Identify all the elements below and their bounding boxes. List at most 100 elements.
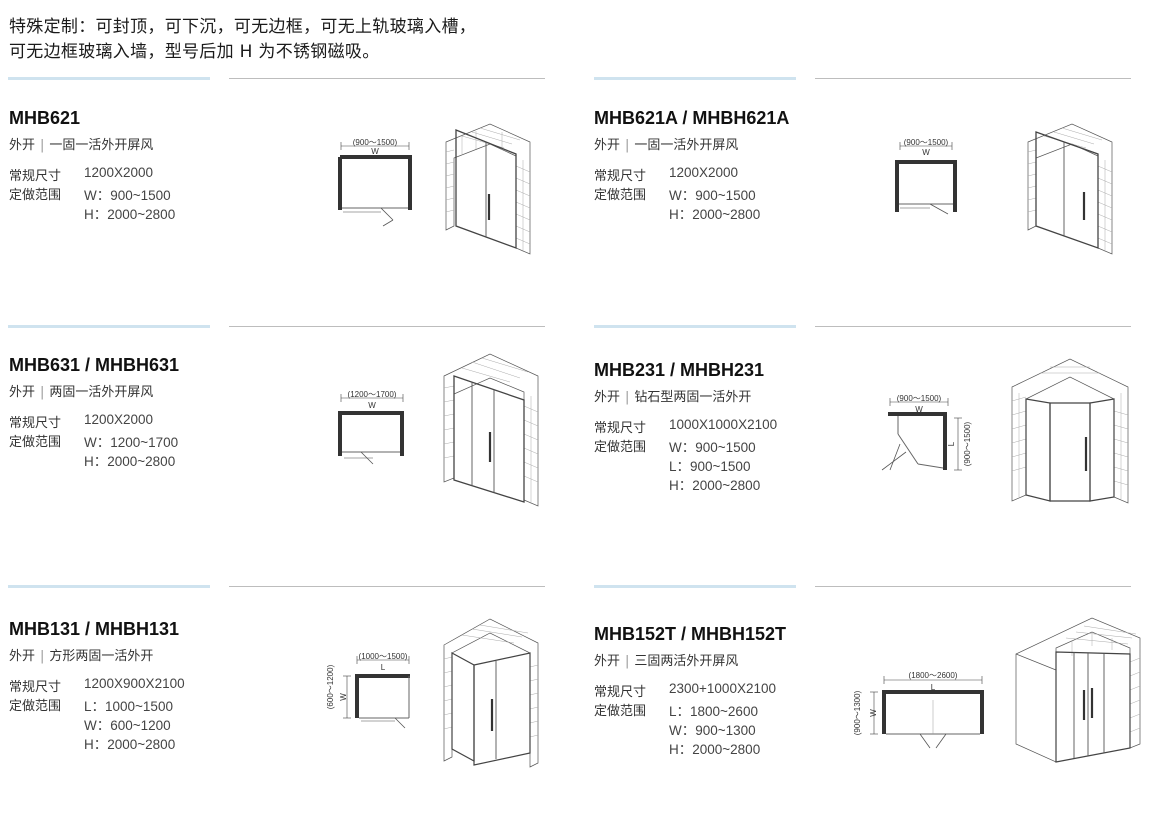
product-title: MHB621 <box>9 108 81 128</box>
dim-width-range: (900～1500) <box>353 138 398 147</box>
dim-width-range: (900～1300) <box>853 690 862 735</box>
product-subtitle: 外开 | 钻石型两固一活外开 <box>594 386 751 405</box>
section-rule <box>815 586 1131 587</box>
regular-size-label: 常规尺寸 <box>594 169 647 184</box>
product-subtitle: 外开 | 方形两固一活外开 <box>9 645 153 664</box>
product-description: 方形两固一活外开 <box>49 649 154 664</box>
custom-range-label: 定做范围 <box>594 704 647 719</box>
separator: | <box>40 649 45 664</box>
section-rule <box>815 326 1131 327</box>
regular-size-value: 2300+1000X2100 <box>669 681 776 696</box>
range-l: L：900~1500 <box>669 459 751 474</box>
floor-plan-diagram: (1200～1700) W <box>338 390 404 465</box>
section-rule <box>229 586 545 587</box>
dim-width-range: (900～1500) <box>897 394 942 403</box>
range-h: H：2000~2800 <box>669 478 761 493</box>
custom-range-label: 定做范围 <box>594 188 647 203</box>
product-card-mhb152t: MHB152T / MHBH152T 外开 | 三固两活外开屏风 常规尺寸 2300… <box>594 624 1151 824</box>
range-h: H：2000~2800 <box>84 737 176 752</box>
dim-w-label: W <box>339 693 348 701</box>
regular-size-value: 1200X2000 <box>669 165 739 180</box>
section-rule <box>229 326 545 327</box>
floor-plan-diagram: (1800～2600) L (900～1300) W <box>853 671 984 749</box>
regular-size-label: 常规尺寸 <box>9 169 62 184</box>
product-description: 三固两活外开屏风 <box>634 654 739 669</box>
range-h: H：2000~2800 <box>84 207 176 222</box>
regular-size-value: 1200X2000 <box>84 165 154 180</box>
product-card-mhb621: MHB621 外开|一固一活外开屏风 常规尺寸 1200X2000 定做范围 W… <box>9 108 569 308</box>
regular-size-label: 常规尺寸 <box>9 680 62 695</box>
product-subtitle: 外开 | 三固两活外开屏风 <box>594 650 738 669</box>
floor-plan-diagram: (900～1500) W L (900～1500) <box>881 394 972 471</box>
section-rule <box>229 78 545 79</box>
shower-enclosure-3d-view <box>1011 358 1129 504</box>
section-rule-accent <box>8 325 210 328</box>
range-h: H：2000~2800 <box>669 742 761 757</box>
open-type: 外开 <box>9 138 36 153</box>
open-type: 外开 <box>594 138 621 153</box>
product-title: MHB621A / MHBH621A <box>594 108 790 128</box>
open-type: 外开 <box>594 390 621 405</box>
range-w: W：1200~1700 <box>84 435 179 450</box>
dim-width-range: (1200～1700) <box>348 390 397 399</box>
custom-note-line1: 特殊定制：可封顶，可下沉，可无边框，可无上轨玻璃入槽， <box>9 17 477 37</box>
custom-range-label: 定做范围 <box>594 440 647 455</box>
range-w: W：900~1500 <box>669 188 756 203</box>
section-rule <box>815 78 1131 79</box>
product-subtitle: 外开 | 两固一活外开屏风 <box>9 381 153 400</box>
product-title: MHB152T / MHBH152T <box>594 624 787 644</box>
product-description: 一固一活外开屏风 <box>49 138 154 153</box>
section-rule-accent <box>594 585 796 588</box>
range-h: H：2000~2800 <box>669 207 761 222</box>
product-subtitle: 外开 | 一固一活外开屏风 <box>9 134 153 153</box>
product-description: 钻石型两固一活外开 <box>634 390 752 405</box>
separator: | <box>40 138 45 153</box>
range-w: W：600~1200 <box>84 718 171 733</box>
section-rule-accent <box>8 585 210 588</box>
dim-width-range: (600～1200) <box>326 664 335 709</box>
separator: | <box>625 654 630 669</box>
product-title: MHB231 / MHBH231 <box>594 360 765 380</box>
product-description: 两固一活外开屏风 <box>49 385 154 400</box>
separator: | <box>625 390 630 405</box>
shower-enclosure-3d-view <box>445 123 531 255</box>
floor-plan-diagram: (900～1500) W <box>338 138 412 227</box>
range-h: H：2000~2800 <box>84 454 176 469</box>
floor-plan-diagram: (1000～1500) L (600～1200) W <box>326 652 410 729</box>
dim-w-label: W <box>915 405 923 414</box>
dim-l-label: L <box>381 663 386 672</box>
open-type: 外开 <box>9 385 36 400</box>
product-title: MHB131 / MHBH131 <box>9 619 180 639</box>
regular-size-label: 常规尺寸 <box>9 416 62 431</box>
regular-size-label: 常规尺寸 <box>594 421 647 436</box>
regular-size-label: 常规尺寸 <box>594 685 647 700</box>
range-w: W：900~1500 <box>669 440 756 455</box>
range-l: L：1800~2600 <box>669 704 758 719</box>
section-rule-accent <box>8 77 210 80</box>
range-w: W：900~1500 <box>84 188 171 203</box>
dim-length-range: (900～1500) <box>963 421 972 466</box>
dim-w-label: W <box>869 709 878 717</box>
dim-w-label: W <box>368 401 376 410</box>
open-type: 外开 <box>9 649 36 664</box>
custom-note-line2: 可无边框玻璃入墙，型号后加 H 为不锈钢磁吸。 <box>9 42 380 62</box>
product-card-mhb131: MHB131 / MHBH131 外开|方形两固一活外开 常规尺寸 1200X9… <box>9 619 569 819</box>
dim-w-label: W <box>371 147 379 156</box>
custom-range-label: 定做范围 <box>9 699 62 714</box>
section-rule-accent <box>594 77 796 80</box>
open-type: 外开 <box>594 654 621 669</box>
section-rule-accent <box>594 325 796 328</box>
range-w: W：900~1300 <box>669 723 756 738</box>
separator: | <box>40 385 45 400</box>
dim-w-label: W <box>922 148 930 157</box>
custom-range-label: 定做范围 <box>9 435 62 450</box>
product-card-mhb631: MHB631 / MHBH631 外开|两固一活外开屏风 常规尺寸 1200X2… <box>9 355 569 555</box>
product-card-mhb621a: MHB621A / MHBH621A 外开|一固一活外开屏风 常规尺寸 1200… <box>594 108 1151 308</box>
floor-plan-diagram: (900～1500) W <box>895 138 957 215</box>
dim-length-range: (1000～1500) <box>359 652 408 661</box>
product-subtitle: 外开|一固一活外开屏风 <box>594 134 738 153</box>
product-description: 一固一活外开屏风 <box>634 138 739 153</box>
shower-enclosure-3d-view <box>443 618 539 768</box>
product-title: MHB631 / MHBH631 <box>9 355 180 375</box>
dim-l-label: L <box>931 683 936 692</box>
